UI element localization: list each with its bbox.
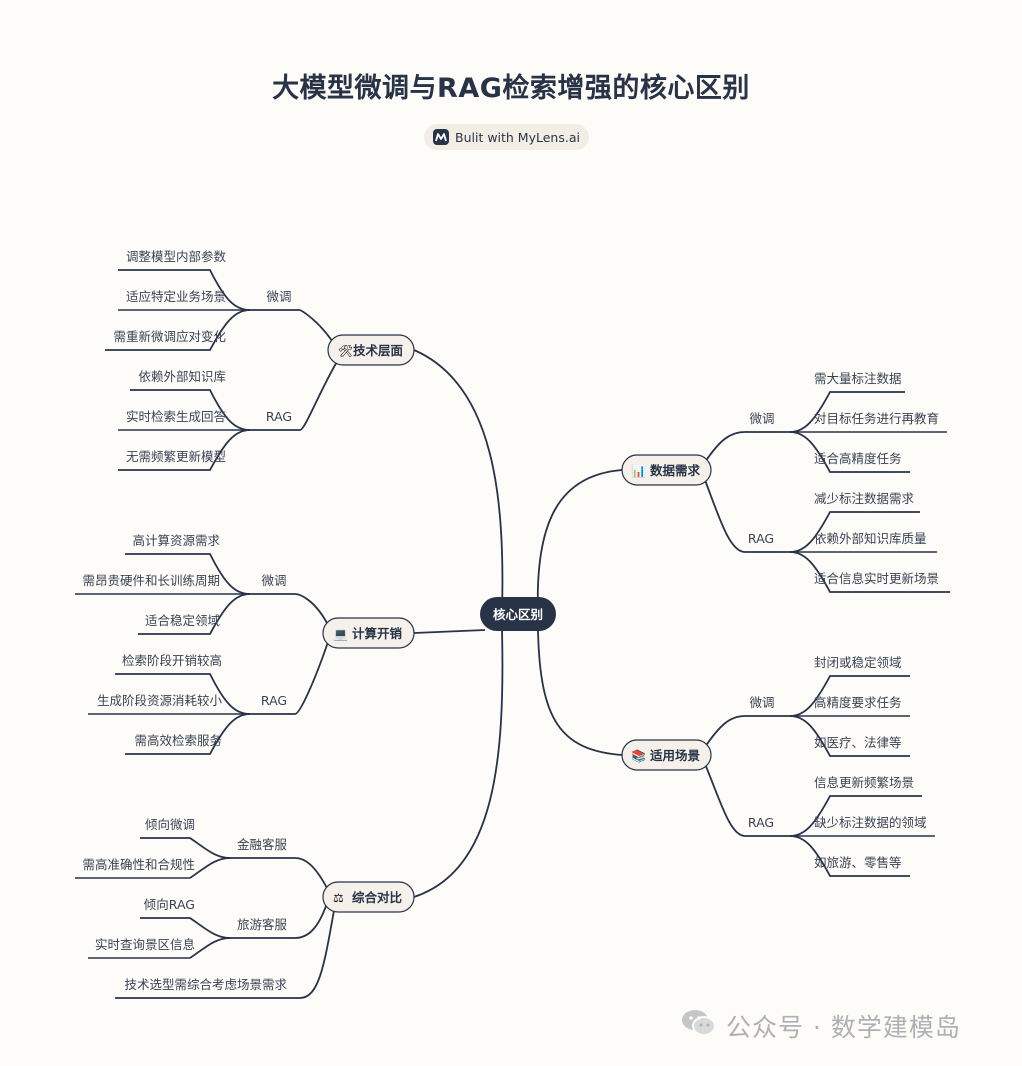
- leaf-compute-rag-1: 检索阶段开销较高: [122, 653, 222, 668]
- leaf-compute-ft-3: 适合稳定领域: [145, 613, 220, 628]
- badge-label: Bulit with MyLens.ai: [455, 129, 580, 145]
- leaf-data-ft-3: 适合高精度任务: [814, 451, 902, 466]
- leaf-scene-rag-3: 如旅游、零售等: [814, 855, 902, 870]
- group-label-data-finetune: 微调: [749, 411, 774, 426]
- wechat-icon: [680, 1008, 718, 1044]
- group-label-finance: 金融客服: [237, 837, 288, 852]
- bar-chart-icon: 📊: [631, 464, 646, 478]
- leaf-data-ft-2: 对目标任务进行再教育: [814, 411, 939, 426]
- group-label-compute-rag: RAG: [261, 693, 287, 708]
- branch-node-compute[interactable]: 💻 计算开销: [322, 617, 415, 649]
- leaf-compare-summary: 技术选型需综合考虑场景需求: [124, 977, 287, 992]
- leaf-tech-rag-1: 依赖外部知识库: [138, 369, 226, 384]
- leaf-compute-ft-1: 高计算资源需求: [132, 533, 220, 548]
- root-label: 核心区别: [493, 607, 543, 622]
- leaf-compute-rag-3: 需高效检索服务: [134, 733, 222, 748]
- branch-compare-edges: [75, 837, 336, 999]
- laptop-icon: 💻: [333, 627, 348, 641]
- group-label-data-rag: RAG: [748, 531, 774, 546]
- leaf-data-rag-1: 减少标注数据需求: [814, 491, 915, 506]
- branch-label-compute: 计算开销: [352, 626, 403, 641]
- leaf-scene-rag-1: 信息更新频繁场景: [814, 775, 914, 790]
- branch-tech-edges: [105, 269, 339, 471]
- root-node[interactable]: 核心区别: [480, 597, 556, 631]
- leaf-tech-ft-2: 适应特定业务场景: [126, 289, 226, 304]
- watermark: 公众号 · 数学建模岛: [680, 1006, 961, 1046]
- leaf-data-rag-2: 依赖外部知识库质量: [814, 531, 927, 546]
- leaf-scene-ft-1: 封闭或稳定领域: [814, 655, 902, 670]
- leaf-finance-1: 倾向微调: [145, 817, 195, 832]
- books-icon: 📚: [631, 749, 646, 763]
- group-label-tech-rag: RAG: [266, 409, 292, 424]
- group-label-tech-finetune: 微调: [266, 289, 291, 304]
- branch-node-data[interactable]: 📊 数据需求: [621, 454, 712, 486]
- leaf-travel-2: 实时查询景区信息: [95, 937, 195, 952]
- tools-icon: 🛠: [338, 344, 353, 358]
- branch-compute-edges: [75, 553, 329, 755]
- group-label-compute-finetune: 微调: [261, 573, 286, 588]
- leaf-finance-2: 需高准确性和合规性: [82, 857, 195, 872]
- root-connectors: [413, 349, 623, 898]
- scales-icon: ⚖: [333, 891, 344, 905]
- leaf-labels-right: 需大量标注数据 对目标任务进行再教育 适合高精度任务 减少标注数据需求 依赖外部…: [814, 371, 939, 870]
- leaf-compute-rag-2: 生成阶段资源消耗较小: [97, 693, 223, 708]
- leaf-data-ft-1: 需大量标注数据: [814, 371, 902, 386]
- leaf-compute-ft-2: 需昂贵硬件和长训练周期: [82, 573, 220, 588]
- branch-label-scene: 适用场景: [650, 748, 701, 763]
- leaf-tech-rag-3: 无需频繁更新模型: [126, 449, 226, 464]
- branch-node-tech[interactable]: 🛠 技术层面: [327, 334, 415, 366]
- branch-scene-edges: [704, 675, 935, 877]
- group-label-travel: 旅游客服: [237, 917, 288, 932]
- watermark-text: 公众号 · 数学建模岛: [726, 1013, 961, 1042]
- group-labels: 微调 RAG 微调 RAG 金融客服 旅游客服 微调 RAG 微调 RAG: [237, 289, 775, 932]
- branch-node-scene[interactable]: 📚 适用场景: [621, 739, 712, 771]
- leaf-tech-ft-3: 需重新微调应对变化: [113, 329, 226, 344]
- branch-label-tech: 技术层面: [353, 343, 404, 358]
- mylens-badge[interactable]: Bulit with MyLens.ai: [424, 124, 589, 150]
- group-label-scene-finetune: 微调: [749, 695, 774, 710]
- leaf-tech-ft-1: 调整模型内部参数: [126, 249, 227, 264]
- leaf-tech-rag-2: 实时检索生成回答: [126, 409, 227, 424]
- branch-label-compare: 综合对比: [352, 890, 403, 905]
- page-title: 大模型微调与RAG检索增强的核心区别: [272, 73, 750, 104]
- leaf-scene-rag-2: 缺少标注数据的领域: [814, 815, 927, 830]
- leaf-data-rag-3: 适合信息实时更新场景: [814, 571, 939, 586]
- leaf-scene-ft-2: 高精度要求任务: [814, 695, 902, 710]
- branch-data-edges: [704, 391, 950, 593]
- leaf-scene-ft-3: 如医疗、法律等: [814, 735, 902, 750]
- mylens-logo-icon: [433, 129, 449, 145]
- branch-label-data: 数据需求: [649, 463, 701, 478]
- branch-node-compare[interactable]: ⚖ 综合对比: [322, 881, 415, 913]
- group-label-scene-rag: RAG: [748, 815, 774, 830]
- leaf-travel-1: 倾向RAG: [144, 897, 195, 912]
- leaf-labels-left: 调整模型内部参数 适应特定业务场景 需重新微调应对变化 依赖外部知识库 实时检索…: [82, 249, 287, 992]
